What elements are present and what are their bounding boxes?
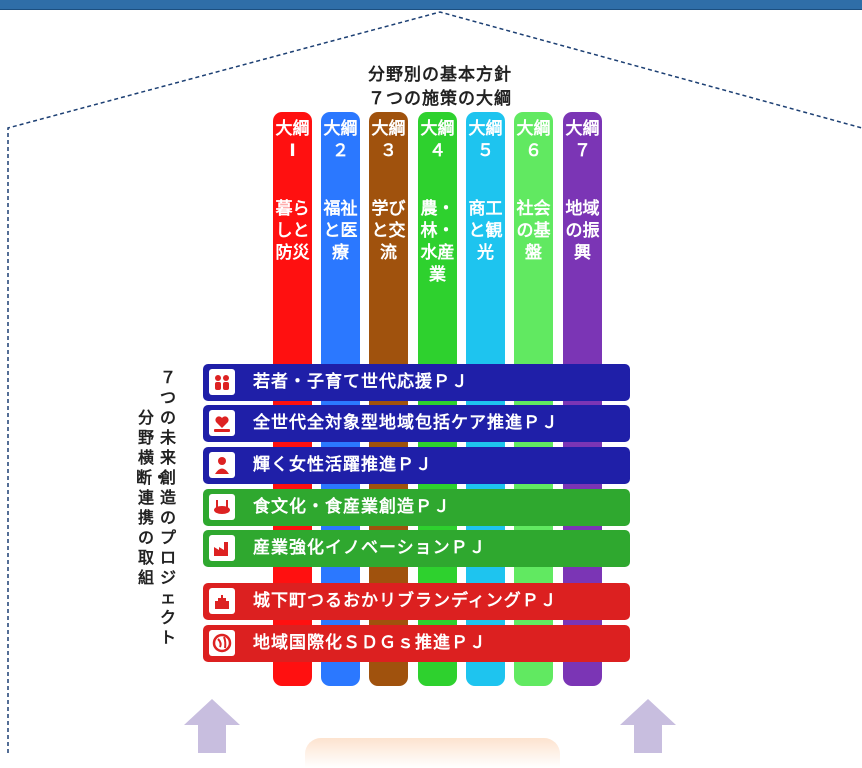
project-label: 若者・子育て世代応援ＰＪ [253,372,469,392]
project-label: 地域国際化ＳＤＧｓ推進ＰＪ [253,633,487,653]
project-bar-7: 地域国際化ＳＤＧｓ推進ＰＪ [203,625,630,662]
woman-icon [209,452,235,478]
up-arrow-icon [620,699,676,753]
globe-icon [209,630,235,656]
policy-column-number: 大綱３ [371,119,406,161]
project-label: 全世代全対象型地域包括ケア推進ＰＪ [253,413,559,433]
policy-column-number: 大綱Ⅰ [275,119,310,161]
projects-caption: ７つの未来創造のプロジェクト 分野横断・連携の取組 [130,368,178,688]
project-label: 輝く女性活躍推進ＰＪ [253,455,433,475]
project-label: 食文化・食産業創造ＰＪ [253,497,451,517]
policy-column-number: 大綱７ [565,119,600,161]
project-bar-1: 若者・子育て世代応援ＰＪ [203,364,630,401]
policy-column-name: 商工と観光 [468,199,503,263]
policy-column-name: 暮らしと防災 [275,199,310,263]
project-bar-4: 食文化・食産業創造ＰＪ [203,489,630,526]
projects-caption-line1: ７つの未来創造のプロジェクト [159,368,176,647]
foundation-block [305,738,560,768]
diagram-title: 分野別の基本方針 [368,65,512,85]
up-arrow-icon [184,699,240,753]
policy-column-name: 地域の振興 [565,199,600,263]
diagram-subtitle: ７つの施策の大綱 [368,89,512,109]
project-bar-2: 全世代全対象型地域包括ケア推進ＰＪ [203,405,630,442]
policy-column-name: 農・林・水産業 [420,199,455,285]
family-icon [209,369,235,395]
project-label: 産業強化イノベーションＰＪ [253,538,487,558]
project-label: 城下町つるおかリブランディングＰＪ [253,591,558,611]
policy-column-number: 大綱２ [323,119,358,161]
policy-column-name: 学びと交流 [371,199,406,263]
policy-column-number: 大綱４ [420,119,455,161]
policy-column-number: 大綱５ [468,119,503,161]
factory-icon [209,535,235,561]
project-bar-6: 城下町つるおかリブランディングＰＪ [203,583,630,620]
policy-column-number: 大綱６ [516,119,551,161]
project-bar-5: 産業強化イノベーションＰＪ [203,530,630,567]
policy-column-name: 福祉と医療 [323,199,358,263]
top-banner-bar [0,0,862,10]
policy-column-name: 社会の基盤 [516,199,551,263]
castle-icon [209,588,235,614]
projects-caption-line2: 分野横断・連携の取組 [136,408,169,587]
project-bar-3: 輝く女性活躍推進ＰＪ [203,447,630,484]
heart-hands-icon [209,410,235,436]
food-icon [209,494,235,520]
